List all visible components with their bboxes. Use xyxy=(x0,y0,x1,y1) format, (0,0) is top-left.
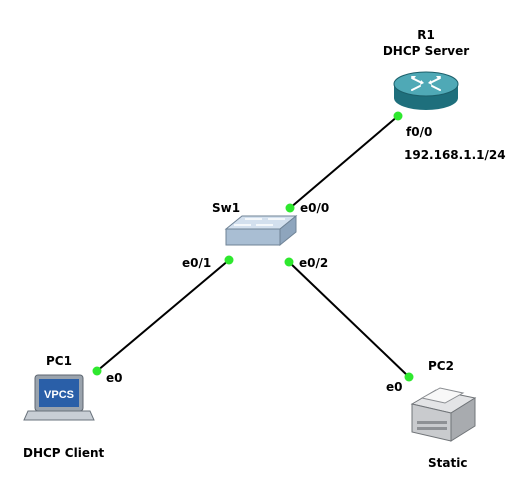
r1-name-label: R1 xyxy=(417,28,435,42)
port-dot-sw1-e0-1[interactable] xyxy=(224,255,234,265)
pc1-name-label: PC1 xyxy=(46,354,72,368)
sw1-port-e0-2-label: e0/2 xyxy=(299,256,329,270)
switch-icon[interactable] xyxy=(224,214,298,247)
vpcs-laptop-icon[interactable]: VPCS xyxy=(23,374,95,421)
router-icon[interactable] xyxy=(393,71,459,110)
printer-icon[interactable] xyxy=(410,387,477,442)
pc1-interface-label: e0 xyxy=(106,371,123,385)
pc2-name-label: PC2 xyxy=(428,359,454,373)
sw1-port-e0-0-label: e0/0 xyxy=(300,201,330,215)
link-sw1-pc2 xyxy=(288,261,410,378)
r1-ip-label: 192.168.1.1/24 xyxy=(404,148,506,162)
pc2-interface-label: e0 xyxy=(386,380,403,394)
sw1-port-e0-1-label: e0/1 xyxy=(182,256,212,270)
pc1-role-label: DHCP Client xyxy=(23,446,105,460)
sw1-name-label: Sw1 xyxy=(212,201,241,215)
port-dot-pc1-e0[interactable] xyxy=(92,366,102,376)
link-sw1-pc1 xyxy=(96,259,230,372)
port-dot-sw1-e0-2[interactable] xyxy=(284,257,294,267)
r1-interface-label: f0/0 xyxy=(406,125,433,139)
link-r1-sw1 xyxy=(289,115,399,209)
r1-role-label: DHCP Server xyxy=(382,44,470,58)
port-dot-sw1-e0-0[interactable] xyxy=(285,203,295,213)
pc2-role-label: Static xyxy=(428,456,468,470)
port-dot-pc2-e0[interactable] xyxy=(404,372,414,382)
port-dot-r1-f0-0[interactable] xyxy=(393,111,403,121)
vpcs-screen-text: VPCS xyxy=(44,389,74,401)
